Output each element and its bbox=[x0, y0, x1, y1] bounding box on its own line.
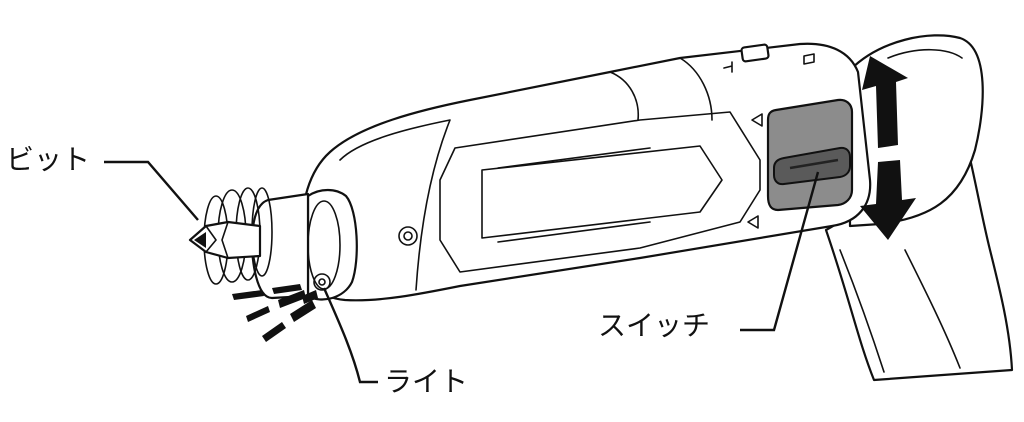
tool-body bbox=[298, 42, 872, 302]
bit-label: ビット bbox=[6, 143, 91, 176]
switch-leader-line bbox=[740, 171, 820, 332]
screwdriver-bit bbox=[188, 220, 262, 260]
light-leader-line bbox=[322, 287, 378, 384]
bit-leader-line bbox=[104, 160, 199, 221]
light-rays bbox=[232, 284, 318, 342]
light-label: ライト bbox=[384, 365, 469, 398]
light-emitter bbox=[313, 273, 331, 291]
switch-panel bbox=[747, 98, 854, 229]
switch-label: スイッチ bbox=[598, 309, 711, 342]
tool-nose bbox=[250, 188, 358, 301]
slide-direction-arrow bbox=[860, 56, 916, 240]
